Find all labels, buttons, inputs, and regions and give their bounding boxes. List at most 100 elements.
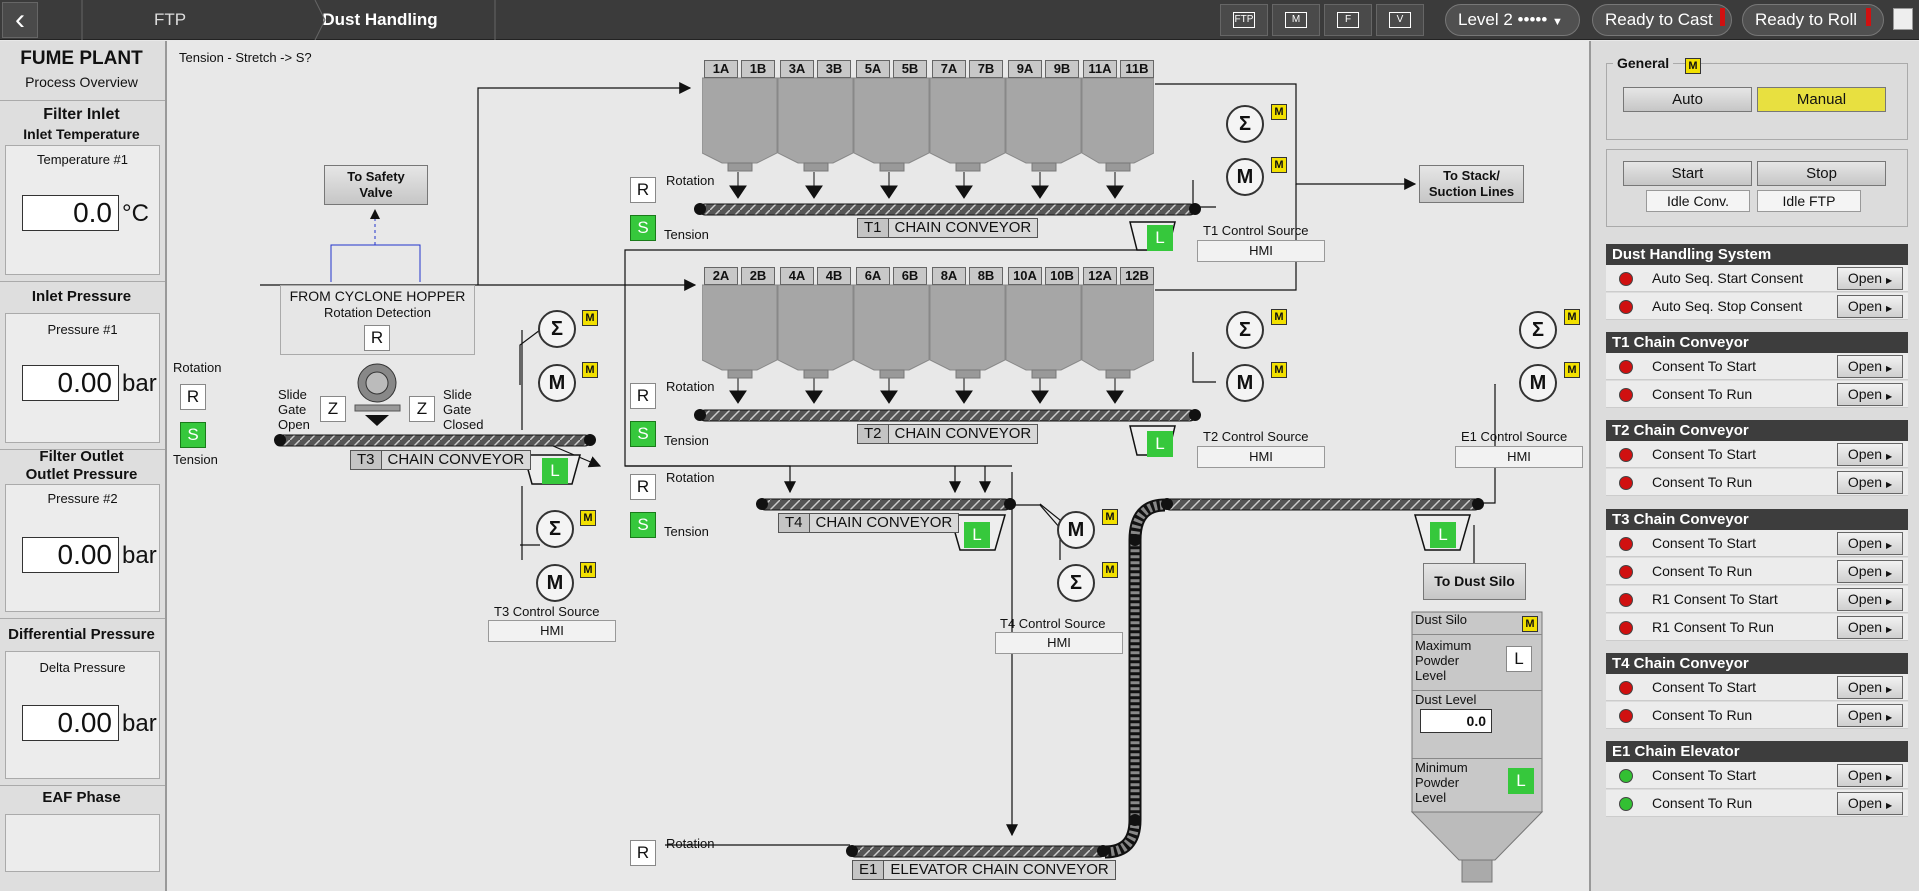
t1-motor-icon[interactable]: M [1226, 158, 1264, 196]
e1-level-l[interactable]: L [1430, 522, 1456, 548]
bin-2b[interactable]: 2B [741, 267, 775, 285]
t3-motor-icon[interactable]: M [536, 564, 574, 602]
t3-sigma2-icon[interactable]: Σ [536, 510, 574, 548]
t3-motor-top-icon[interactable]: M [538, 364, 576, 402]
open-button[interactable]: Open ▶ [1837, 588, 1903, 611]
bin-5a[interactable]: 5A [856, 60, 890, 78]
t2-rotation-r[interactable]: R [630, 383, 656, 409]
m-view-button[interactable]: M [1272, 4, 1320, 36]
bin-7b[interactable]: 7B [969, 60, 1003, 78]
t2-control-source-value[interactable]: HMI [1197, 446, 1325, 468]
to-safety-valve-button[interactable]: To Safety Valve [324, 165, 428, 205]
t2-motor-icon[interactable]: M [1226, 364, 1264, 402]
bin-2a[interactable]: 2A [704, 267, 738, 285]
bin-11b[interactable]: 11B [1120, 60, 1154, 78]
open-button[interactable]: Open ▶ [1837, 792, 1903, 815]
open-button[interactable]: Open ▶ [1837, 295, 1903, 318]
open-button[interactable]: Open ▶ [1837, 443, 1903, 466]
stop-button[interactable]: Stop [1757, 161, 1886, 186]
ftp-view-button[interactable]: FTP [1220, 4, 1268, 36]
manual-button[interactable]: Manual [1757, 87, 1886, 112]
open-button[interactable]: Open ▶ [1837, 676, 1903, 699]
slide-gate-open-z[interactable]: Z [320, 396, 346, 422]
t3-sigma-icon[interactable]: Σ [538, 310, 576, 348]
t1-rotation-r[interactable]: R [630, 177, 656, 203]
bin-8a[interactable]: 8A [932, 267, 966, 285]
bin-3a[interactable]: 3A [780, 60, 814, 78]
level-select[interactable]: Level 2 ••••• ▼ [1445, 4, 1580, 36]
open-button[interactable]: Open ▶ [1837, 764, 1903, 787]
t4-control-source-label: T4 Control Source [1000, 616, 1106, 631]
cyclone-rotation-r[interactable]: R [364, 325, 390, 351]
bin-7a[interactable]: 7A [932, 60, 966, 78]
open-button[interactable]: Open ▶ [1837, 704, 1903, 727]
t3-rotation-r[interactable]: R [180, 384, 206, 410]
e1-sigma-icon[interactable]: Σ [1519, 311, 1557, 349]
start-button[interactable]: Start [1623, 161, 1752, 186]
open-button[interactable]: Open ▶ [1837, 383, 1903, 406]
bin-4b[interactable]: 4B [817, 267, 851, 285]
t4-tension-s[interactable]: S [630, 512, 656, 538]
t4-control-source-value[interactable]: HMI [995, 632, 1123, 654]
bin-9b[interactable]: 9B [1045, 60, 1079, 78]
bin-12a[interactable]: 12A [1083, 267, 1117, 285]
open-button[interactable]: Open ▶ [1837, 532, 1903, 555]
bin-12b[interactable]: 12B [1120, 267, 1154, 285]
t3-control-source-value[interactable]: HMI [488, 620, 616, 642]
consent-label: R1 Consent To Start [1652, 591, 1778, 607]
e1-control-source-value[interactable]: HMI [1455, 446, 1583, 468]
t4-motor-icon[interactable]: M [1057, 511, 1095, 549]
ready-to-roll-button[interactable]: Ready to Roll [1742, 4, 1884, 36]
chevron-left-icon[interactable]: ‹ [2, 2, 38, 38]
t4-level-l[interactable]: L [964, 522, 990, 548]
bin-10b[interactable]: 10B [1045, 267, 1079, 285]
t3-level-l[interactable]: L [542, 458, 568, 484]
bin-1b[interactable]: 1B [741, 60, 775, 78]
open-button[interactable]: Open ▶ [1837, 616, 1903, 639]
bin-6a[interactable]: 6A [856, 267, 890, 285]
t1-tension-s[interactable]: S [630, 215, 656, 241]
v-view-button[interactable]: V [1376, 4, 1424, 36]
t4-rotation-r[interactable]: R [630, 474, 656, 500]
f-view-button[interactable]: F [1324, 4, 1372, 36]
bin-8b[interactable]: 8B [969, 267, 1003, 285]
max-powder-level-l[interactable]: L [1506, 646, 1532, 672]
bin-10a[interactable]: 10A [1008, 267, 1042, 285]
t1-sigma-icon[interactable]: Σ [1226, 105, 1264, 143]
open-button[interactable]: Open ▶ [1837, 560, 1903, 583]
bin-5b[interactable]: 5B [893, 60, 927, 78]
t1-level-l[interactable]: L [1147, 225, 1173, 251]
t4-sigma-icon[interactable]: Σ [1057, 564, 1095, 602]
open-button[interactable]: Open ▶ [1837, 355, 1903, 378]
bin-3b[interactable]: 3B [817, 60, 851, 78]
status-dot [1619, 681, 1633, 695]
to-dust-silo-button[interactable]: To Dust Silo [1423, 563, 1526, 600]
breadcrumb-ftp[interactable]: FTP [153, 10, 187, 29]
auto-button[interactable]: Auto [1623, 87, 1752, 112]
status-dot [1619, 476, 1633, 490]
ready-to-cast-button[interactable]: Ready to Cast [1592, 4, 1732, 36]
bin-4a[interactable]: 4A [780, 267, 814, 285]
t1-control-source-value[interactable]: HMI [1197, 240, 1325, 262]
open-button[interactable]: Open ▶ [1837, 267, 1903, 290]
slide-gate-closed-z[interactable]: Z [409, 396, 435, 422]
e1-rotation-r[interactable]: R [630, 840, 656, 866]
min-powder-level-l[interactable]: L [1508, 768, 1534, 794]
t2-sigma-icon[interactable]: Σ [1226, 311, 1264, 349]
bin-1a[interactable]: 1A [704, 60, 738, 78]
t2-level-l[interactable]: L [1147, 431, 1173, 457]
bin-6b[interactable]: 6B [893, 267, 927, 285]
bin-9a[interactable]: 9A [1008, 60, 1042, 78]
t2-tension-s[interactable]: S [630, 421, 656, 447]
bin-11a[interactable]: 11A [1083, 60, 1117, 78]
open-button[interactable]: Open ▶ [1837, 471, 1903, 494]
e1-motor-icon[interactable]: M [1519, 364, 1557, 402]
to-stack-button[interactable]: To Stack/ Suction Lines [1419, 165, 1524, 203]
report-icon[interactable] [1893, 8, 1913, 30]
t3-tension-s[interactable]: S [180, 422, 206, 448]
